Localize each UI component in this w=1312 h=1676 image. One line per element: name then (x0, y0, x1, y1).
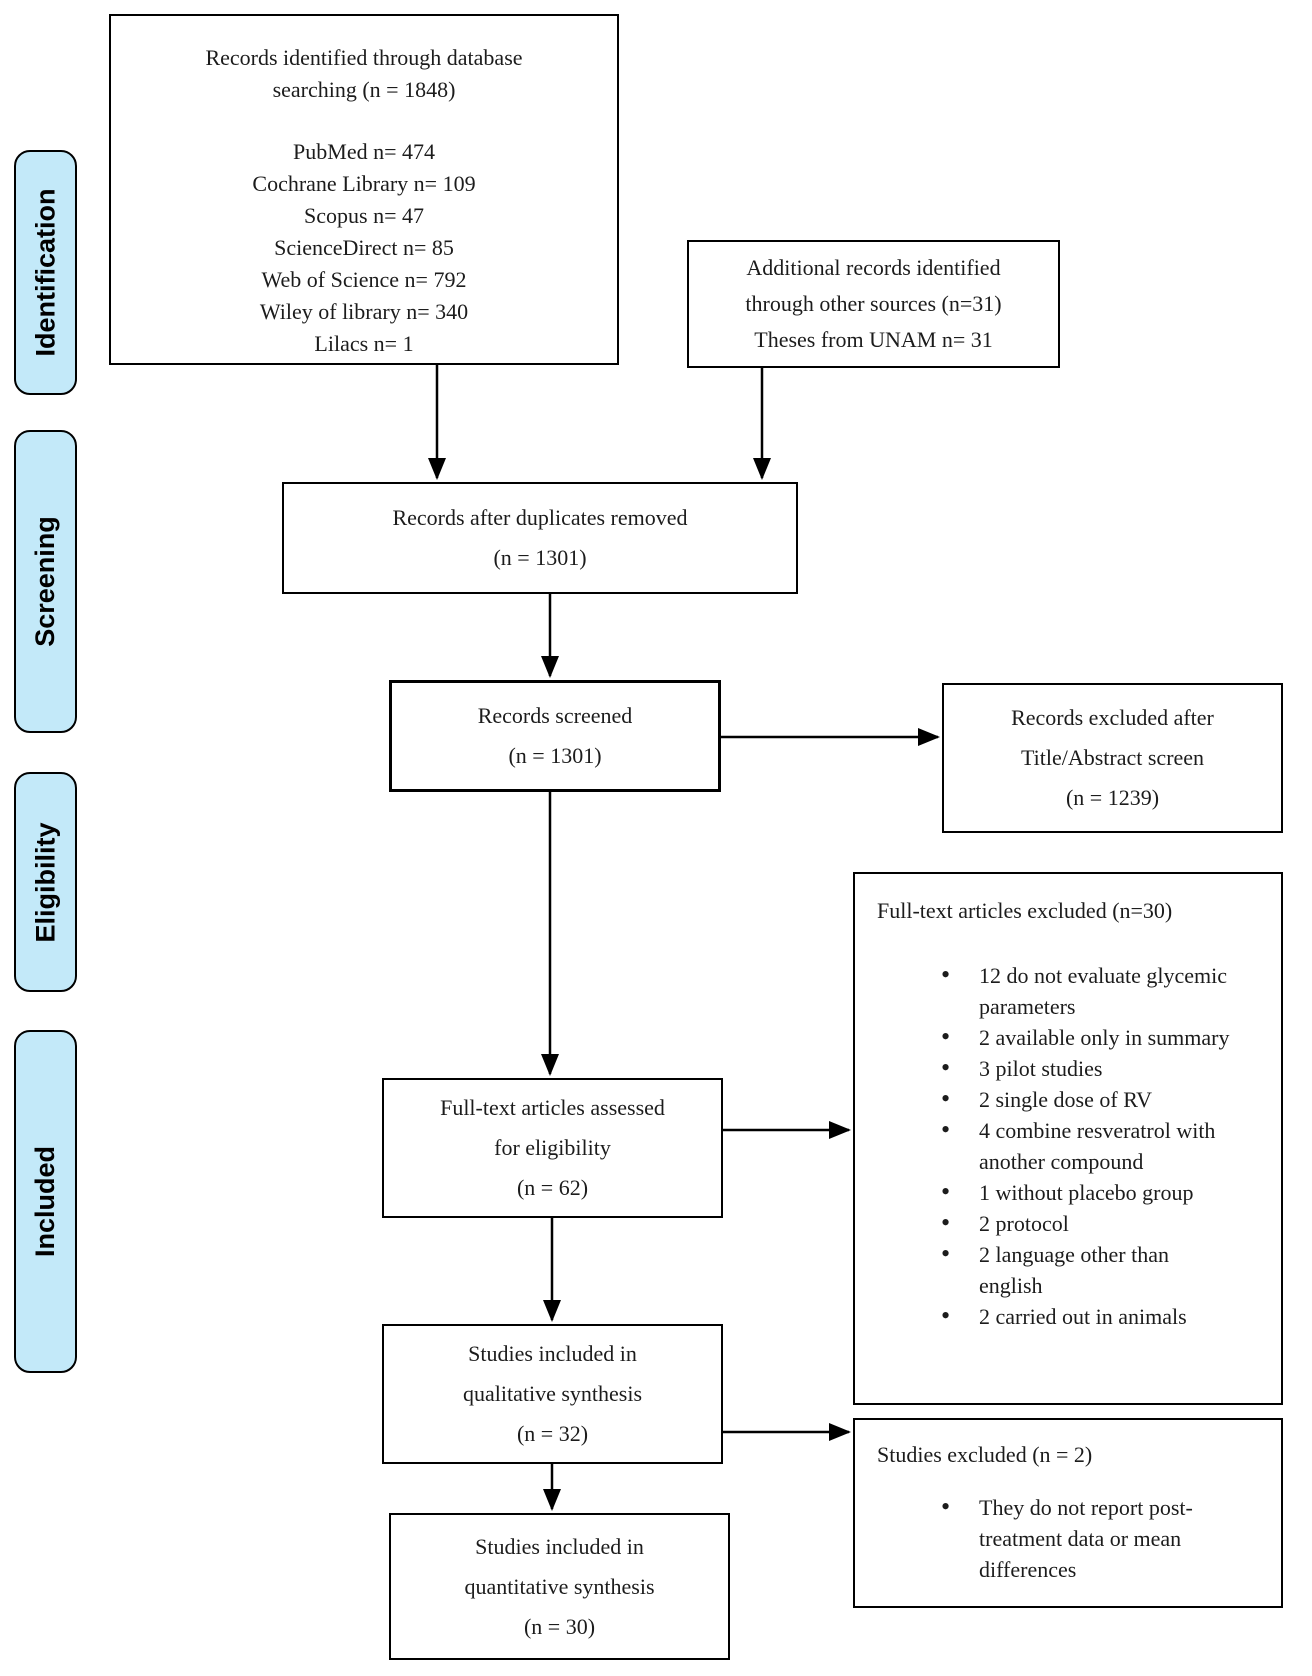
bullet-item: 4 combine resveratrol with another compo… (935, 1114, 1237, 1177)
fulltext-assessed-box: Full-text articles assessed for eligibili… (382, 1078, 723, 1218)
text-line: Records identified through database (205, 45, 523, 70)
text-line: (n = 1301) (493, 545, 587, 570)
qualitative-synthesis-box: Studies included in qualitative synthesis… (382, 1324, 723, 1464)
records-identified-box: Records identified through database searc… (109, 14, 619, 365)
text-line: PubMed n= 474 (293, 139, 435, 164)
exclusion-reason-list: They do not report post-treatment data o… (877, 1491, 1259, 1585)
text-line: Records after duplicates removed (392, 505, 688, 530)
text-line: Full-text articles assessed (440, 1095, 665, 1120)
exclusion-reason-list: 12 do not evaluate glycemic parameters2 … (877, 959, 1259, 1332)
text-line: Wiley of library n= 340 (259, 299, 469, 324)
text-line: quantitative synthesis (464, 1573, 655, 1599)
fulltext-excluded-box: Full-text articles excluded (n=30) 12 do… (853, 872, 1283, 1405)
stage-chip-screening: Screening (14, 430, 77, 733)
box-title: Studies excluded (n = 2) (877, 1442, 1093, 1467)
text-line: qualitative synthesis (462, 1381, 643, 1406)
text-line: Records excluded after (1011, 705, 1214, 730)
text-line: for eligibility (494, 1135, 611, 1160)
studies-excluded-box: Studies excluded (n = 2) They do not rep… (853, 1418, 1283, 1608)
duplicates-removed-box: Records after duplicates removed (n = 130… (282, 482, 798, 594)
bullet-item: 2 available only in summary (935, 1021, 1237, 1053)
stage-label: Screening (30, 516, 61, 647)
bullet-item: They do not report post-treatment data o… (935, 1491, 1259, 1585)
text-line: through other sources (n=31) (745, 291, 1002, 316)
text-line: (n = 62) (516, 1175, 589, 1200)
text-line: Records screened (477, 703, 633, 728)
text-line: (n = 1239) (1065, 785, 1160, 810)
text-line: Scopus n= 47 (304, 203, 424, 228)
bullet-item: 1 without placebo group (935, 1176, 1237, 1208)
stage-chip-identification: Identification (14, 150, 77, 395)
text-line: Studies included in (468, 1341, 637, 1366)
text-line: Web of Science n= 792 (261, 267, 467, 292)
additional-records-box: Additional records identified through oth… (687, 240, 1060, 368)
bullet-item: 2 single dose of RV (935, 1083, 1237, 1115)
text-line: Cochrane Library n= 109 (252, 171, 476, 196)
text-line: (n = 30) (523, 1613, 596, 1639)
box-lines: Records screened (n = 1301) (392, 683, 718, 789)
records-screened-box: Records screened (n = 1301) (389, 680, 721, 792)
stage-chip-included: Included (14, 1030, 77, 1373)
box-lines: Full-text articles assessed for eligibili… (384, 1080, 721, 1216)
box-title-lines: Records identified through database searc… (111, 16, 617, 106)
box-lines: Records after duplicates removed (n = 130… (284, 484, 796, 592)
text-line: Additional records identified (746, 255, 1001, 280)
box-lines: Studies included in quantitative synthesi… (391, 1515, 728, 1658)
bullet-item: 2 protocol (935, 1207, 1237, 1239)
box-title: Full-text articles excluded (n=30) (877, 898, 1173, 923)
stage-label: Included (30, 1145, 61, 1258)
bullet-item: 2 language other than english (935, 1238, 1237, 1301)
text-line: Title/Abstract screen (1020, 745, 1205, 770)
text-line: (n = 32) (516, 1421, 589, 1446)
bullet-item: 2 carried out in animals (935, 1300, 1237, 1332)
bullet-item: 3 pilot studies (935, 1052, 1237, 1084)
text-line: searching (n = 1848) (272, 77, 456, 102)
stage-label: Eligibility (30, 821, 61, 943)
box-lines: Studies included in qualitative synthesis… (384, 1326, 721, 1462)
text-line: ScienceDirect n= 85 (274, 235, 454, 260)
box-lines: Additional records identified through oth… (689, 242, 1058, 366)
stage-chip-eligibility: Eligibility (14, 772, 77, 992)
text-line: (n = 1301) (508, 743, 602, 768)
text-line: Studies included in (475, 1533, 644, 1559)
stage-label: Identification (30, 188, 60, 357)
text-line: Theses from UNAM n= 31 (754, 327, 993, 352)
bullet-item: 12 do not evaluate glycemic parameters (935, 959, 1237, 1022)
text-line: Lilacs n= 1 (314, 331, 414, 356)
quantitative-synthesis-box: Studies included in quantitative synthesi… (389, 1513, 730, 1660)
